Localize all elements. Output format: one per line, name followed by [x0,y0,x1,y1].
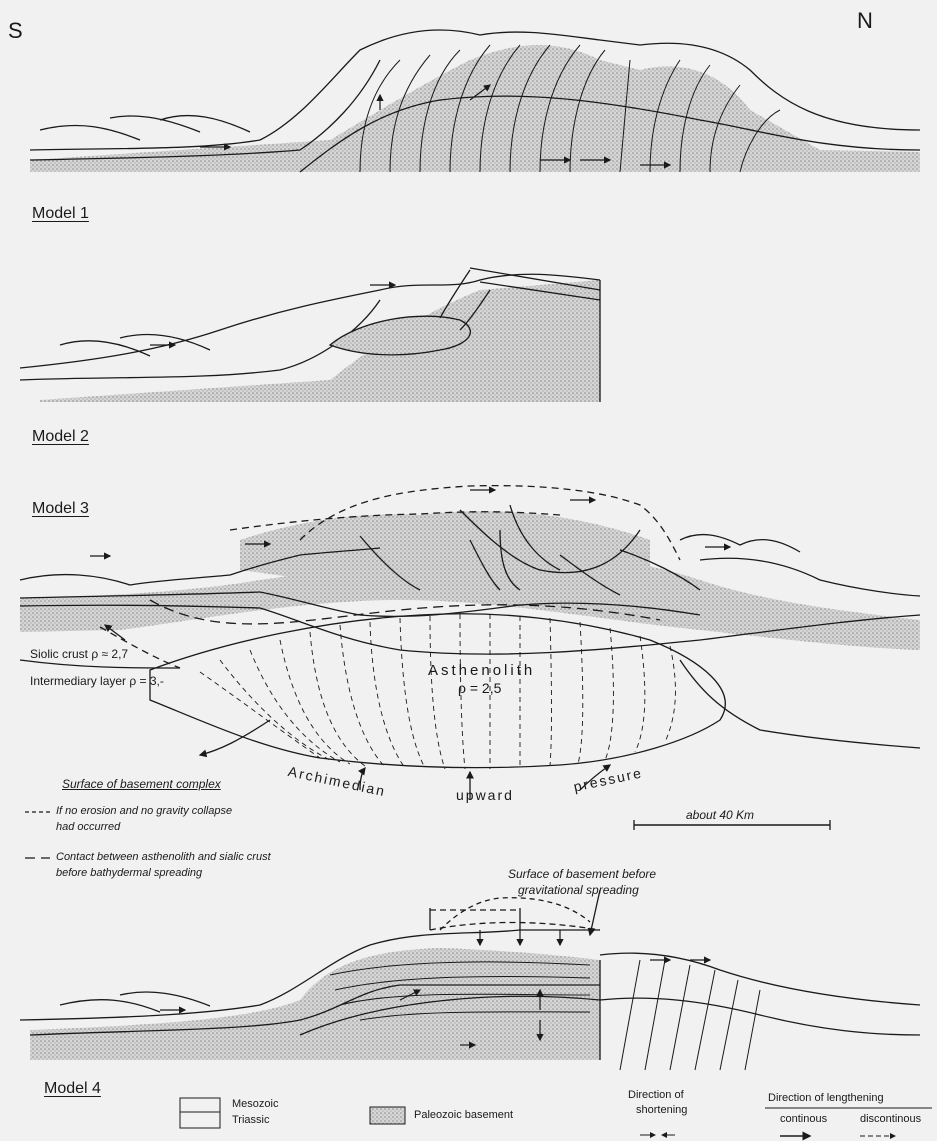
legend-shortening-2: shortening [636,1104,687,1116]
legend-discontinous: discontinous [860,1113,921,1125]
model-1-label: Model 1 [32,205,89,223]
contact-line-1: Contact between asthenolith and sialic c… [56,851,271,863]
asthenolith-density-label: ρ = 2,5 [458,680,501,696]
no-erosion-line-1: If no erosion and no gravity collapse [56,805,232,817]
model-4-label: Model 4 [44,1080,101,1098]
model-1-section [30,30,920,172]
scale-bar-label: about 40 Km [686,808,754,822]
upward-label: upward [456,787,514,803]
legend-mesozoic: Mesozoic [232,1098,278,1110]
model-3-label: Model 3 [32,500,89,518]
surface-before-line-1: Surface of basement before [508,867,656,881]
south-label: S [8,18,23,44]
model-2-section [20,268,600,402]
model-2-label: Model 2 [32,428,89,446]
sialic-crust-label: Siolic crust ρ ≈ 2,7 [30,647,128,661]
legend-lengthening-title: Direction of lengthening [768,1092,884,1104]
surface-before-line-2: gravitational spreading [518,883,639,897]
contact-line-2: before bathydermal spreading [56,867,202,879]
north-label: N [857,8,873,34]
legend-shortening-1: Direction of [628,1089,684,1101]
legend-triassic: Triassic [232,1114,269,1126]
legend-paleozoic: Paleozoic basement [414,1109,513,1121]
asthenolith-label: Asthenolith [428,662,535,679]
intermediary-layer-label: Intermediary layer ρ = 3,- [30,674,164,688]
legend-continous: continous [780,1113,827,1125]
no-erosion-line-2: had occurred [56,821,120,833]
model-4-section [20,890,920,1070]
basement-surface-title: Surface of basement complex [62,777,221,791]
